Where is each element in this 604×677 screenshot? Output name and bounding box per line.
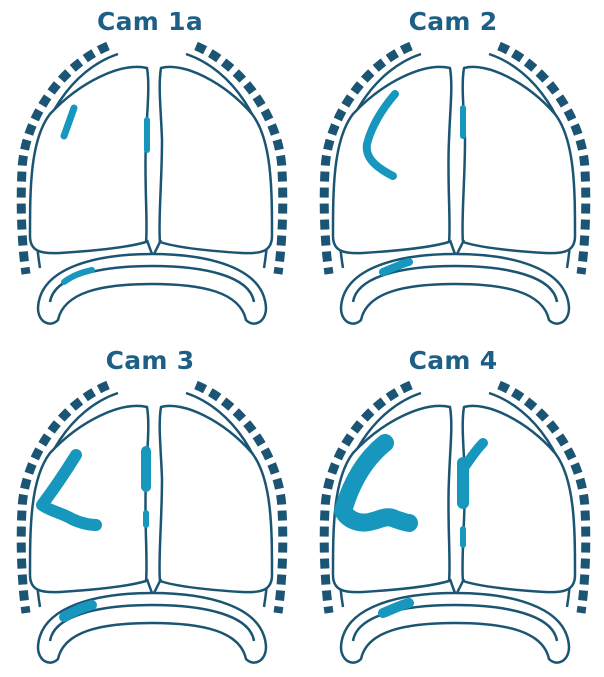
- lung-illustration: [0, 379, 300, 677]
- diaphragm: [38, 254, 266, 324]
- diaphragm: [38, 593, 266, 663]
- diaphragm: [341, 593, 569, 663]
- right-lung: [462, 406, 575, 592]
- lung-panel: Cam 1a: [0, 0, 300, 338]
- right-lung: [159, 406, 272, 592]
- right-lung: [159, 67, 272, 253]
- left-lung: [30, 67, 148, 253]
- lung-panel: Cam 2: [303, 0, 603, 338]
- lung-illustration: [303, 40, 603, 338]
- lung-illustration: [0, 40, 300, 338]
- right-lung: [462, 67, 575, 253]
- panel-title: Cam 4: [303, 339, 603, 383]
- diaphragm: [341, 254, 569, 324]
- panel-title: Cam 3: [0, 339, 300, 383]
- lung-panel: Cam 4: [303, 339, 603, 677]
- panel-title: Cam 1a: [0, 0, 300, 44]
- lung-illustration: [303, 379, 603, 677]
- panel-title: Cam 2: [303, 0, 603, 44]
- lung-panel: Cam 3: [0, 339, 300, 677]
